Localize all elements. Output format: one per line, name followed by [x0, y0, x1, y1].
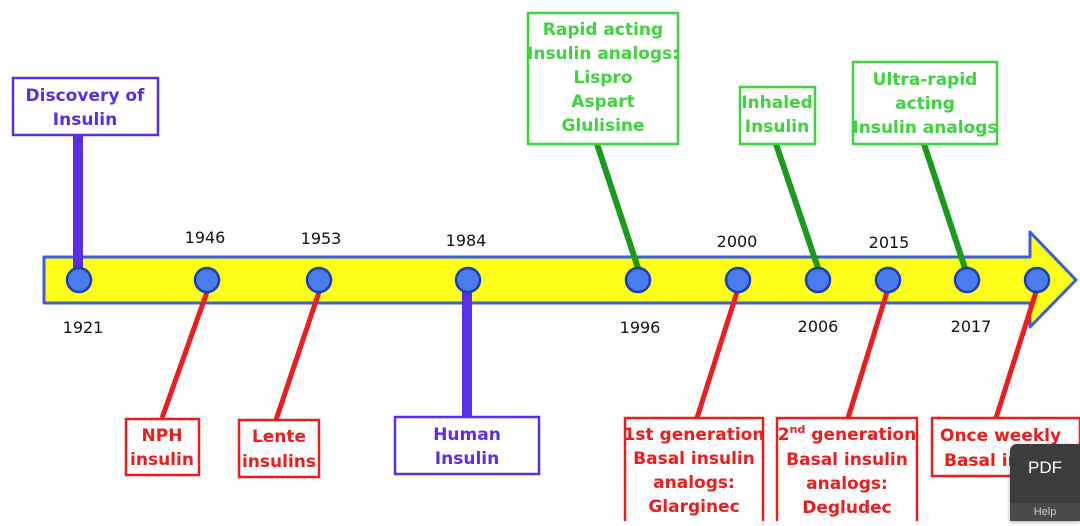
discovery-line-1: Discovery of: [26, 86, 145, 106]
second-gen-line-3: analogs:: [806, 474, 888, 494]
event-nph-insulin: NPH insulin: [124, 417, 201, 477]
event-inhaled-insulin: Inhaled Insulin: [738, 85, 817, 146]
timeline-dots: [65, 266, 1051, 294]
dot-1946: [193, 266, 221, 294]
event-human-insulin: Human Insulin: [393, 415, 541, 476]
year-2006: 2006: [798, 317, 839, 336]
dot-1921: [65, 266, 93, 294]
second-gen-line-2: Basal insulin: [786, 450, 908, 470]
dot-end: [1023, 266, 1051, 294]
connector-nph: [159, 291, 210, 419]
nph-line-1: NPH: [142, 426, 183, 446]
event-first-generation-basal: 1st generation Basal insulin analogs: Gl…: [624, 416, 765, 526]
event-lente-insulins: Lente insulins: [237, 418, 321, 479]
dot-1984: [454, 266, 482, 294]
pdf-button-label: PDF: [1028, 458, 1062, 477]
rapid-line-1: Rapid acting: [543, 20, 663, 40]
ultra-line-2: acting: [895, 94, 955, 114]
event-ultra-rapid-analogs: Ultra-rapid acting Insulin analogs: [851, 60, 999, 146]
first-gen-line-4: Glarginec: [648, 497, 739, 517]
second-gen-number: 2: [778, 425, 790, 445]
ultra-line-3: Insulin analogs: [852, 118, 997, 138]
lente-line-2: insulins: [242, 452, 316, 472]
connector-rapid: [594, 143, 641, 269]
first-gen-line-3: analogs:: [653, 473, 735, 493]
event-second-generation-basal: 2nd generation Basal insulin analogs: De…: [775, 416, 919, 526]
inhaled-line-2: Insulin: [745, 117, 809, 137]
second-gen-line-4: Degludec: [802, 498, 892, 518]
dot-2000: [724, 266, 752, 294]
lente-line-1: Lente: [252, 427, 306, 447]
dot-1953: [305, 266, 333, 294]
event-discovery-of-insulin: Discovery of Insulin: [11, 76, 160, 137]
inhaled-line-1: Inhaled: [741, 93, 813, 113]
nph-line-2: insulin: [130, 450, 194, 470]
connector-lente: [273, 291, 322, 421]
discovery-line-2: Insulin: [53, 110, 117, 130]
year-1996: 1996: [620, 318, 661, 337]
year-2000: 2000: [717, 232, 758, 251]
second-gen-superscript: nd: [790, 423, 806, 436]
year-2015: 2015: [869, 233, 910, 252]
year-1921: 1921: [63, 318, 104, 337]
year-1946: 1946: [185, 228, 226, 247]
connector-weekly: [993, 291, 1039, 419]
year-2017: 2017: [951, 317, 992, 336]
event-rapid-acting-analogs: Rapid acting Insulin analogs: Lispro Asp…: [526, 11, 680, 146]
first-gen-line-2: Basal insulin: [633, 449, 755, 469]
connector-first-gen: [694, 291, 740, 419]
rapid-line-3: Lispro: [573, 68, 632, 88]
rapid-line-5: Glulisine: [561, 116, 644, 136]
year-1984: 1984: [446, 231, 487, 250]
connector-inhaled: [773, 143, 821, 269]
pdf-widget[interactable]: PDF Help: [1010, 444, 1080, 521]
rapid-line-2: Insulin analogs:: [527, 44, 679, 64]
help-button[interactable]: Help: [1010, 503, 1080, 521]
weekly-line-1: Once weekly: [940, 426, 1061, 446]
human-line-2: Insulin: [435, 449, 499, 469]
second-gen-line-1: 2nd generation: [778, 423, 916, 445]
dot-1996: [624, 266, 652, 294]
dot-2015: [874, 266, 902, 294]
year-1953: 1953: [301, 229, 342, 248]
dot-2006: [804, 266, 832, 294]
ultra-line-1: Ultra-rapid: [873, 70, 978, 90]
dot-2017: [953, 266, 981, 294]
first-gen-line-1: 1st generation: [624, 425, 765, 445]
timeline-arrow: [42, 230, 1078, 329]
connector-second-gen: [845, 291, 890, 419]
human-line-1: Human: [433, 425, 501, 445]
second-gen-word: generation: [805, 425, 916, 445]
connector-ultra: [921, 143, 968, 269]
rapid-line-4: Aspart: [571, 92, 634, 112]
